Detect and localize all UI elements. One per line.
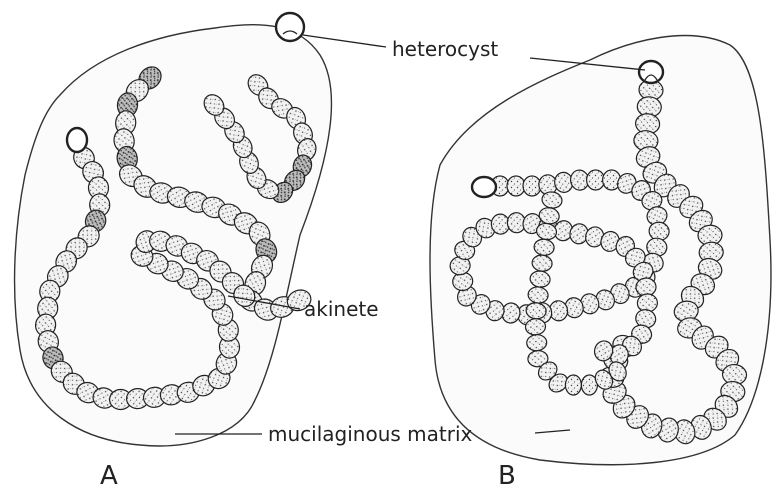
heterocyst-label: heterocyst (392, 37, 498, 61)
leader-heterocyst-a (303, 35, 386, 47)
matrix-label: mucilaginous matrix (268, 422, 473, 446)
heterocyst-a-top (276, 13, 304, 41)
akinete-label: akinete (304, 297, 379, 321)
panel-a-label: A (100, 461, 118, 491)
vegetative-cell (565, 375, 581, 395)
vegetative-cell (523, 176, 541, 196)
heterocyst-b-left (472, 177, 496, 197)
vegetative-cell (507, 176, 525, 196)
panel-b-label: B (498, 461, 516, 491)
vegetative-cell (587, 170, 605, 190)
heterocyst-a-left (67, 128, 87, 152)
heterocyst-b-top (639, 61, 663, 83)
